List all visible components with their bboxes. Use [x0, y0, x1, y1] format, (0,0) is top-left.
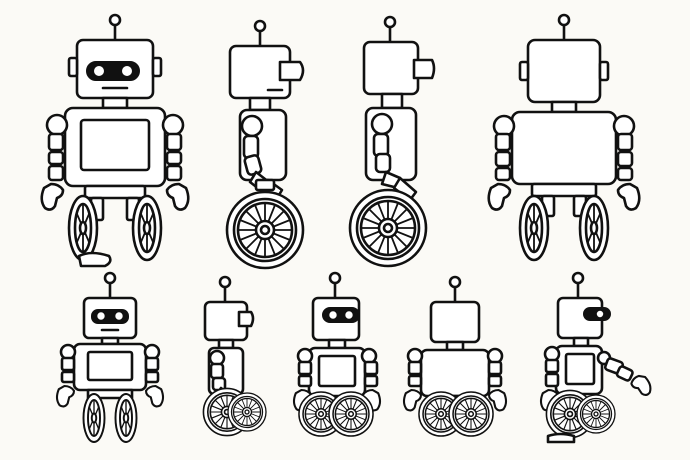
robot-back-small	[402, 275, 508, 437]
robot-side-small	[202, 275, 267, 437]
robot-side-walking	[348, 15, 436, 268]
robot-side-reaching	[539, 271, 654, 444]
robot-front-small	[55, 271, 165, 443]
robot-three-quarter	[292, 271, 382, 437]
robot-front-large	[40, 13, 190, 268]
robot-back-large	[487, 13, 641, 262]
robot-side-large	[225, 19, 305, 270]
